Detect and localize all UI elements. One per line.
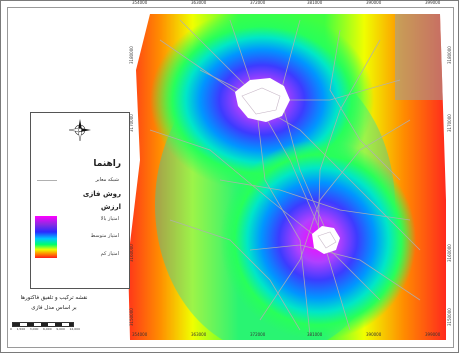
legend-method-label: روش فازی [82, 190, 121, 198]
raster-surface [128, 14, 446, 340]
coord-bottom-2: 363000 [191, 332, 207, 337]
scale-label-2: 1,500 [16, 327, 26, 331]
coord-top-4: 381000 [307, 0, 323, 5]
scale-label-3: 3,000 [29, 327, 39, 331]
legend-road-swatch [37, 180, 57, 181]
scale-label-6: 12,000 [69, 327, 81, 331]
coord-left-1: 3180000 [129, 46, 134, 64]
map-caption-line1: نقشه ترکیب و تلفیق فاکتورها [20, 295, 88, 301]
coord-bottom-1: 354000 [132, 332, 148, 337]
urban-area-north [235, 78, 290, 122]
scale-label-4: 6,000 [43, 327, 52, 331]
scale-label-5: 9,000 [56, 327, 65, 331]
coord-top-3: 372000 [250, 0, 266, 5]
urban-area-south [312, 226, 340, 254]
coord-right-2: 3170000 [447, 114, 452, 132]
coord-top-6: 399000 [425, 0, 441, 5]
legend-title: راهنما [93, 159, 121, 169]
scale-label-1: 0 [10, 327, 12, 331]
coord-right-4: 3150000 [447, 308, 452, 326]
coord-top-5: 390000 [366, 0, 382, 5]
legend-low-label: امتیاز کم [100, 251, 119, 257]
map-legend: راهنما شبکه معابر روش فازی ارزش امتیاز ب… [30, 112, 130, 289]
legend-color-ramp [35, 216, 57, 258]
coord-bottom-6: 399000 [425, 332, 441, 337]
coord-bottom-4: 381000 [307, 332, 323, 337]
coord-top-1: 354000 [132, 0, 148, 5]
coord-bottom-3: 372000 [250, 332, 266, 337]
road-network [149, 19, 421, 336]
legend-medium-label: امتیاز متوسط [90, 233, 119, 239]
legend-score-label: ارزش [100, 203, 121, 211]
scale-bar [12, 322, 74, 327]
coord-right-3: 3160000 [447, 244, 452, 262]
legend-road-label: شبکه معابر [95, 177, 120, 183]
north-arrow-icon [69, 119, 91, 141]
legend-high-label: امتیاز بالا [100, 216, 119, 222]
coord-right-1: 3180000 [447, 46, 452, 64]
coord-bottom-5: 390000 [366, 332, 382, 337]
coord-top-2: 363000 [191, 0, 207, 5]
map-caption-line2: بر اساس مدل فازی [31, 305, 77, 311]
scale-labels: 0 1,500 3,000 6,000 9,000 12,000 [10, 327, 80, 331]
coord-left-4: 3150000 [129, 308, 134, 326]
